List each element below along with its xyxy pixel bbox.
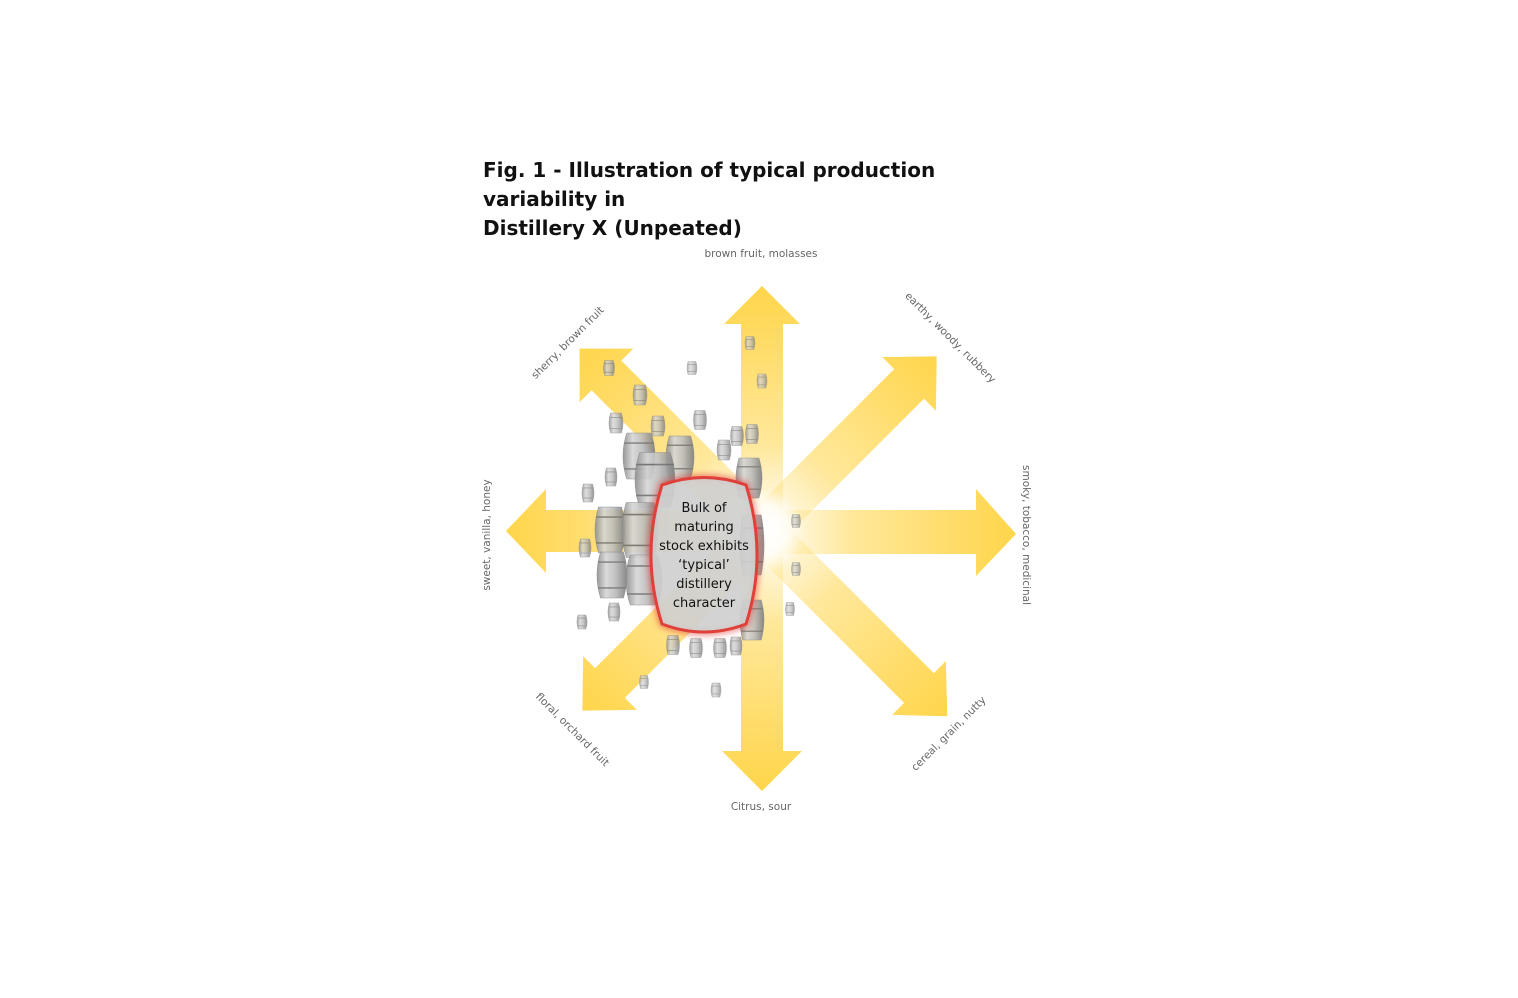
barrel-24 (576, 614, 588, 630)
barrel-30 (729, 636, 743, 656)
center-line-5: distillery (676, 577, 732, 592)
barrel-10 (745, 424, 759, 444)
barrel-6 (608, 412, 624, 434)
label-south: Citrus, sour (731, 801, 792, 813)
barrel-22 (578, 538, 592, 558)
barrel-4 (756, 373, 768, 389)
barrel-8 (693, 410, 707, 430)
barrel-20 (596, 551, 628, 599)
arrow-east (762, 489, 1016, 576)
barrel-29 (713, 638, 727, 658)
figure-title: Fig. 1 - Illustration of typical product… (483, 156, 1003, 243)
barrel-23 (607, 602, 621, 622)
typical-stock-barrel-body (649, 476, 759, 634)
barrel-27 (666, 635, 680, 655)
barrel-11 (604, 467, 618, 487)
barrel-13 (716, 439, 732, 461)
center-line-6: character (673, 596, 736, 611)
barrel-12 (581, 483, 595, 503)
barrel-35 (785, 602, 795, 616)
label-north: brown fruit, molasses (704, 248, 817, 260)
label-west: sweet, vanilla, honey (481, 479, 493, 590)
barrel-1 (603, 360, 615, 376)
barrel-7 (650, 415, 666, 437)
barrel-32 (710, 682, 722, 698)
arrow-northeast (747, 356, 937, 546)
figure-title-line-2: Distillery X (Unpeated) (483, 216, 742, 240)
barrel-31 (639, 675, 649, 689)
center-line-4: ‘typical’ (678, 558, 730, 573)
barrel-28 (689, 638, 703, 658)
barrel-18 (594, 506, 626, 554)
barrel-3 (744, 336, 756, 350)
barrel-5 (632, 384, 648, 406)
center-line-1: Bulk of (682, 501, 727, 516)
barrel-33 (791, 514, 801, 528)
barrel-2 (686, 361, 698, 375)
center-line-3: stock exhibits (659, 539, 749, 554)
figure-title-line-1: Fig. 1 - Illustration of typical product… (483, 158, 936, 211)
label-east: smoky, tobacco, medicinal (1020, 465, 1032, 605)
typical-stock-barrel: Bulk of maturing stock exhibits ‘typical… (647, 474, 761, 636)
barrel-34 (791, 562, 801, 576)
center-line-2: maturing (674, 520, 733, 535)
barrel-9 (730, 426, 744, 446)
